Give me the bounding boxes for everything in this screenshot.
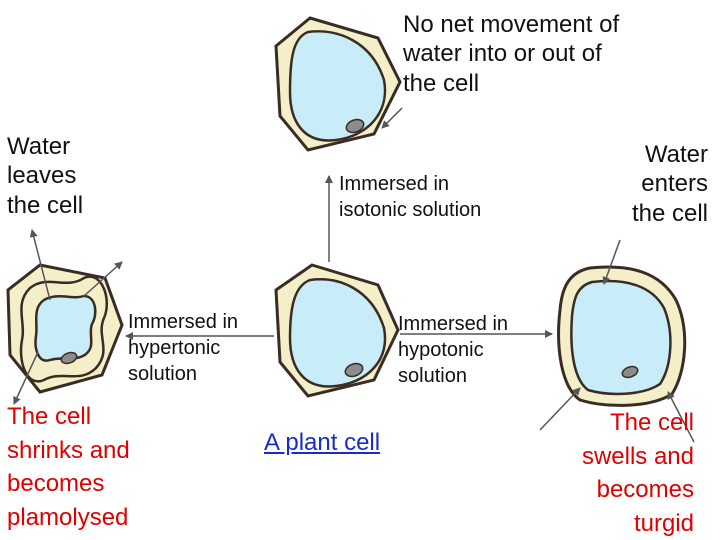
- isotonic-condition-label: Immersed in isotonic solution: [339, 173, 482, 221]
- water-out-arrow: [13, 351, 39, 405]
- pointer-arrow: [381, 107, 403, 129]
- water-out-arrow: [29, 229, 51, 301]
- water-in-arrow: [602, 239, 621, 285]
- isotonic-result-label: No net movement of water into or out of …: [403, 11, 620, 97]
- plant-cell-caption: A plant cell: [264, 429, 381, 456]
- turgid-result-label: The cell swells and becomes turgid: [581, 409, 694, 537]
- water-out-arrow: [83, 261, 123, 297]
- hypotonic-condition-label: Immersed in hypotonic solution: [398, 313, 509, 387]
- water-in-arrow: [667, 391, 695, 443]
- vacuole: [288, 278, 387, 388]
- hypertonic-condition-label: Immersed in hypertonic solution: [128, 311, 239, 385]
- plant-cell: [274, 263, 400, 398]
- water-enters-label: Water enters the cell: [631, 141, 708, 227]
- water-in-arrow: [539, 387, 581, 431]
- vacuole: [570, 279, 672, 396]
- nucleus: [60, 351, 78, 365]
- nucleus: [345, 118, 365, 134]
- plasmolysed-cell: [6, 263, 124, 394]
- nucleus: [621, 365, 639, 379]
- vacuole: [34, 294, 97, 362]
- plasmolysed-result-label: The cell shrinks and becomes plamolysed: [7, 403, 130, 531]
- nucleus: [344, 362, 364, 378]
- vacuole: [288, 30, 387, 142]
- water-leaves-label: Water leaves the cell: [7, 133, 84, 219]
- isotonic-cell: [274, 16, 402, 152]
- turgid-cell: [557, 265, 687, 407]
